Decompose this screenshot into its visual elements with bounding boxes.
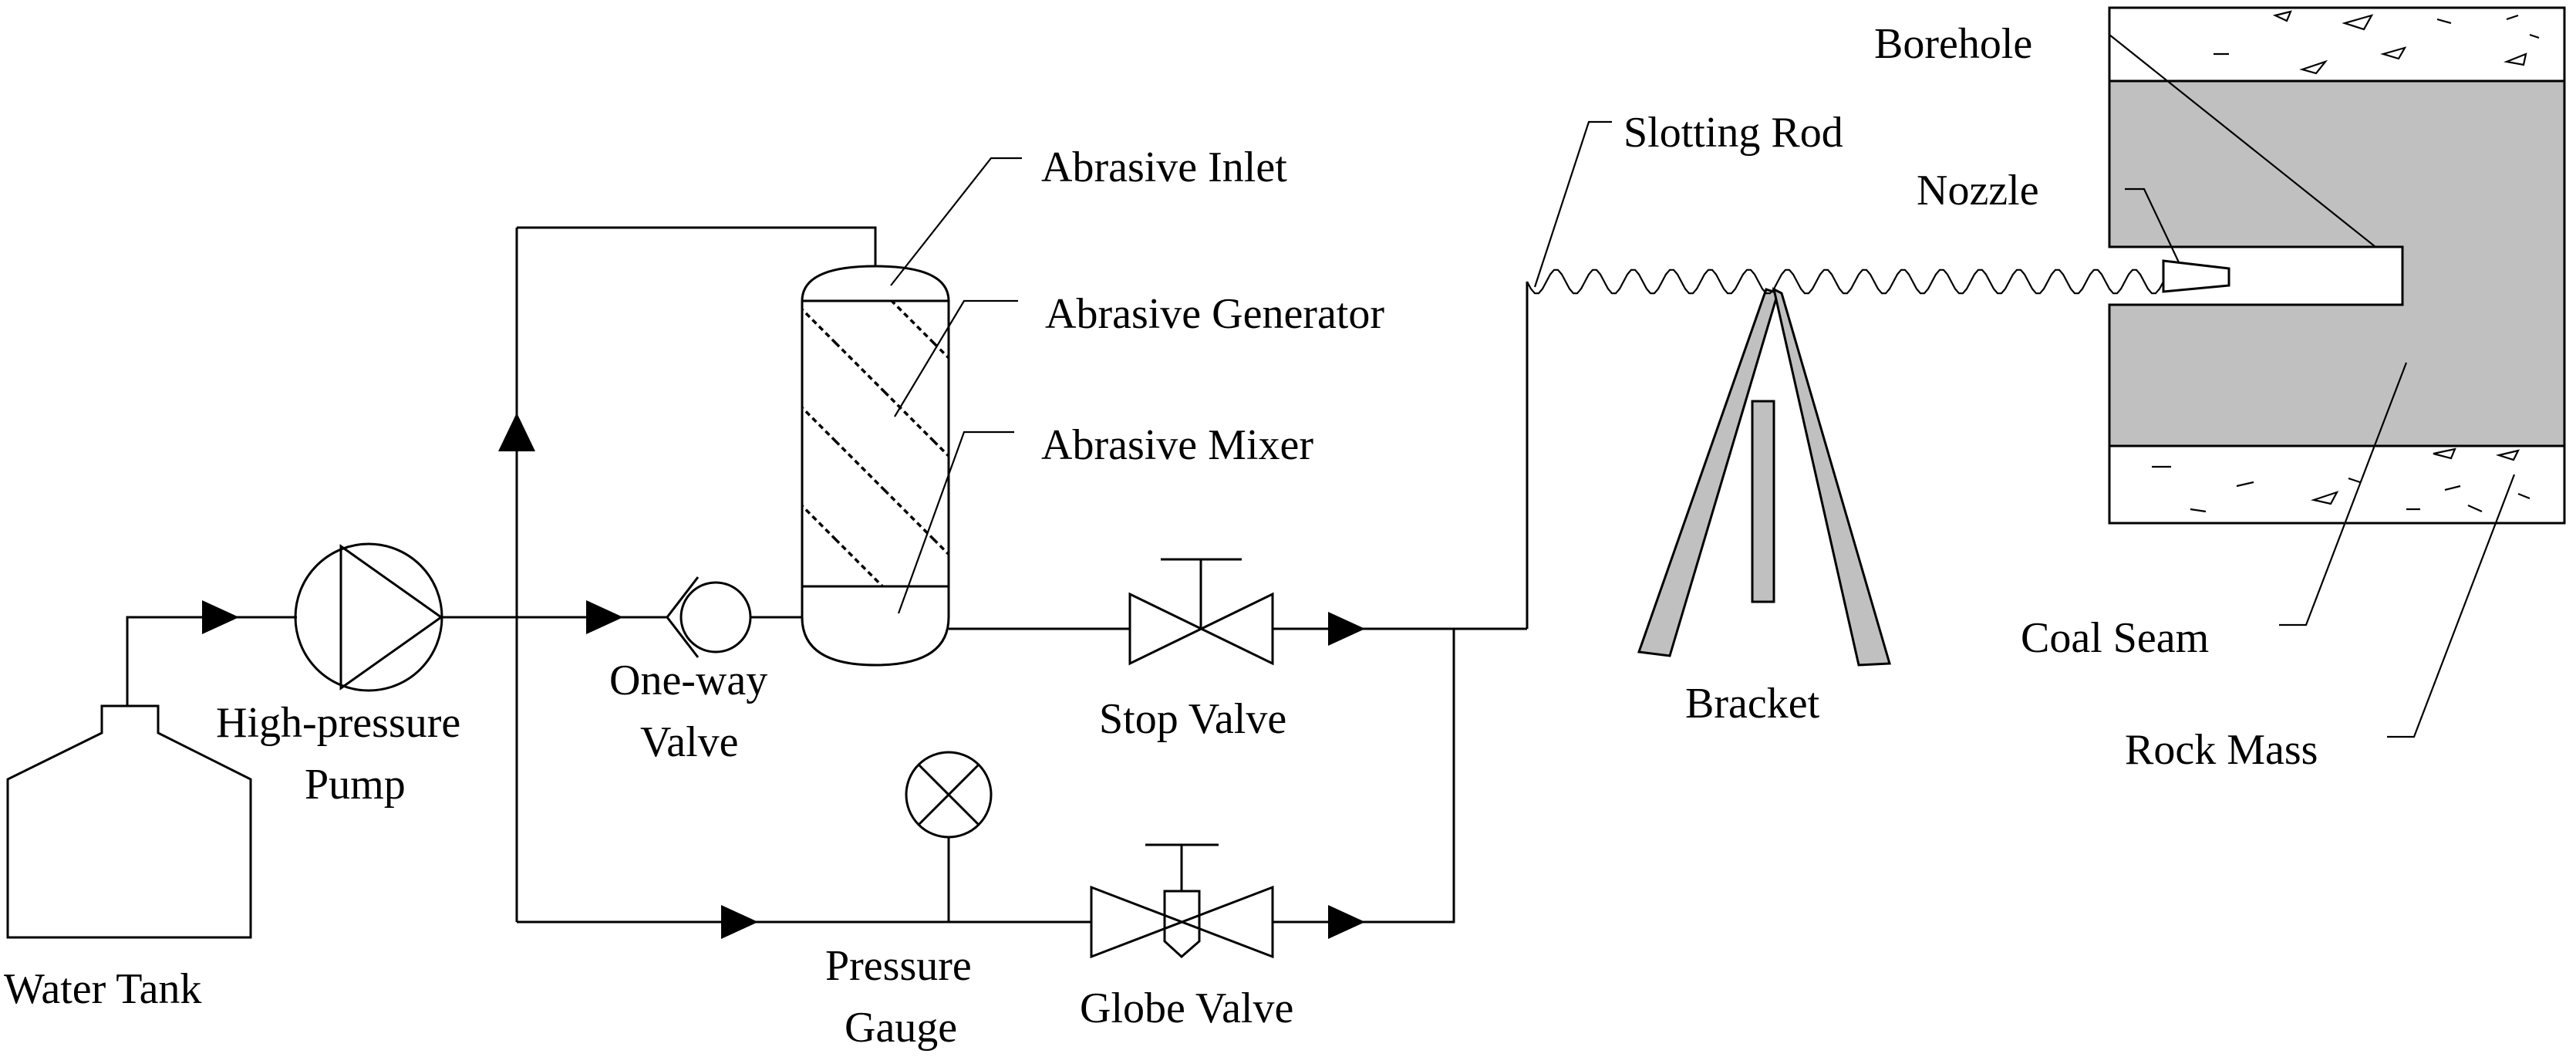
label-abrasive-inlet: Abrasive Inlet bbox=[1041, 144, 1287, 191]
pipe-top-to-generator bbox=[517, 226, 877, 266]
flow-arrow-5 bbox=[1328, 905, 1365, 939]
flow-arrow-1 bbox=[202, 600, 239, 634]
label-globe-valve: Globe Valve bbox=[1080, 984, 1293, 1032]
coal-seam bbox=[2108, 79, 2566, 447]
label-oneway-line1: One-way bbox=[609, 657, 767, 704]
water-tank bbox=[6, 704, 252, 939]
label-borehole: Borehole bbox=[1874, 20, 2032, 68]
label-rock-mass: Rock Mass bbox=[2125, 726, 2318, 774]
label-pressure-line2: Gauge bbox=[845, 1004, 957, 1052]
label-pump-line1: High-pressure bbox=[216, 699, 460, 747]
label-abrasive-generator: Abrasive Generator bbox=[1045, 290, 1384, 338]
flow-arrow-4 bbox=[721, 905, 758, 939]
labels: Water Tank High-pressure Pump One-way Va… bbox=[4, 20, 2318, 1052]
label-pump-line2: Pump bbox=[305, 761, 406, 809]
rock-mass-top bbox=[2108, 6, 2566, 83]
pressure-gauge bbox=[905, 751, 993, 922]
label-stop-valve: Stop Valve bbox=[1099, 695, 1286, 743]
high-pressure-pump bbox=[294, 542, 443, 692]
label-abrasive-mixer: Abrasive Mixer bbox=[1041, 421, 1313, 469]
globe-valve bbox=[1090, 843, 1274, 959]
label-water-tank: Water Tank bbox=[4, 965, 201, 1013]
pipe-tank-to-pump bbox=[126, 616, 297, 706]
label-coal-seam: Coal Seam bbox=[2021, 614, 2209, 662]
bracket bbox=[1637, 287, 1891, 667]
label-bracket: Bracket bbox=[1685, 680, 1820, 728]
leader-lines bbox=[890, 34, 2516, 738]
label-oneway-line2: Valve bbox=[640, 718, 739, 766]
abrasive-vessel bbox=[801, 265, 950, 667]
slotting-rod bbox=[1526, 268, 2164, 295]
flow-arrow-up bbox=[498, 413, 535, 451]
stop-valve bbox=[1128, 558, 1274, 666]
label-nozzle: Nozzle bbox=[1917, 167, 2039, 214]
pipe-globe-to-junction bbox=[1273, 629, 1455, 924]
label-slotting-rod: Slotting Rod bbox=[1623, 109, 1843, 157]
one-way-valve bbox=[666, 576, 752, 658]
nozzle bbox=[2162, 259, 2230, 293]
rock-mass-bottom bbox=[2108, 444, 2566, 525]
flow-arrow-2 bbox=[586, 600, 623, 634]
flow-arrow-3 bbox=[1328, 612, 1365, 646]
label-pressure-line1: Pressure bbox=[825, 942, 972, 990]
